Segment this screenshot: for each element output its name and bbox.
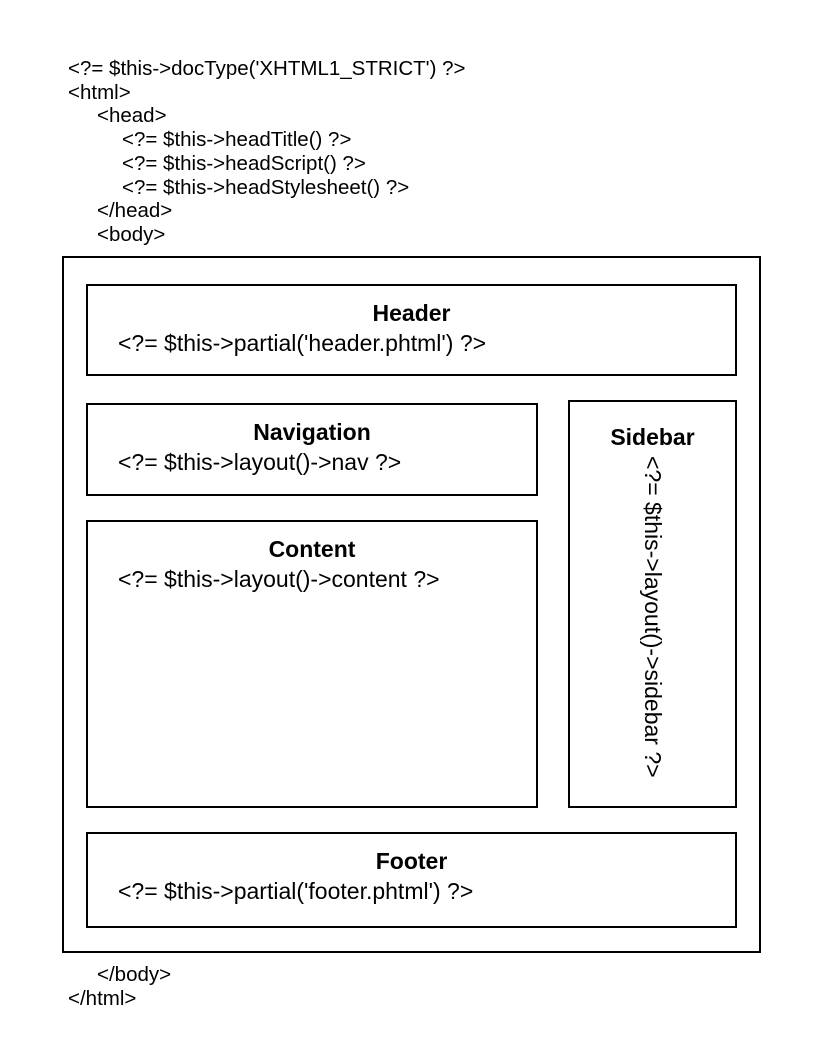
content-box: Content <?= $this->layout()->content ?>: [86, 520, 538, 808]
sidebar-box-title: Sidebar: [610, 424, 695, 450]
code-line-head-stylesheet: <?= $this->headStylesheet() ?>: [122, 175, 410, 199]
footer-box-title: Footer: [375, 848, 448, 874]
code-line-html-open: <html>: [68, 80, 131, 104]
code-line-head-open: <head>: [97, 104, 167, 128]
code-line-body-close: </body>: [97, 963, 172, 986]
code-line-html-close: </html>: [68, 986, 137, 1010]
code-line-head-close: </head>: [97, 199, 173, 223]
code-block-bottom: </body> </html>: [68, 963, 171, 1010]
sidebar-box-code-rotated: <?= $this->layout()->sidebar ?>: [639, 456, 666, 778]
sidebar-box: Sidebar <?= $this->layout()->sidebar ?>: [568, 400, 737, 808]
code-line-body-open: <body>: [97, 222, 166, 246]
header-box-code: <?= $this->partial('header.phtml') ?>: [118, 330, 487, 356]
content-box-title: Content: [268, 536, 356, 562]
code-line-head-script: <?= $this->headScript() ?>: [122, 151, 366, 175]
navigation-box-title: Navigation: [253, 419, 371, 445]
footer-box-code: <?= $this->partial('footer.phtml') ?>: [118, 878, 474, 904]
code-line-head-title: <?= $this->headTitle() ?>: [122, 128, 352, 152]
body-outline-box: Header <?= $this->partial('header.phtml'…: [62, 256, 761, 953]
navigation-box-code: <?= $this->layout()->nav ?>: [118, 449, 402, 475]
header-box: Header <?= $this->partial('header.phtml'…: [86, 284, 737, 376]
code-block-top: <?= $this->docType('XHTML1_STRICT') ?> <…: [68, 57, 466, 247]
header-box-title: Header: [372, 300, 451, 326]
navigation-box: Navigation <?= $this->layout()->nav ?>: [86, 403, 538, 496]
footer-box: Footer <?= $this->partial('footer.phtml'…: [86, 832, 737, 928]
code-line-doctype: <?= $this->docType('XHTML1_STRICT') ?>: [68, 57, 466, 80]
content-box-code: <?= $this->layout()->content ?>: [118, 566, 440, 592]
